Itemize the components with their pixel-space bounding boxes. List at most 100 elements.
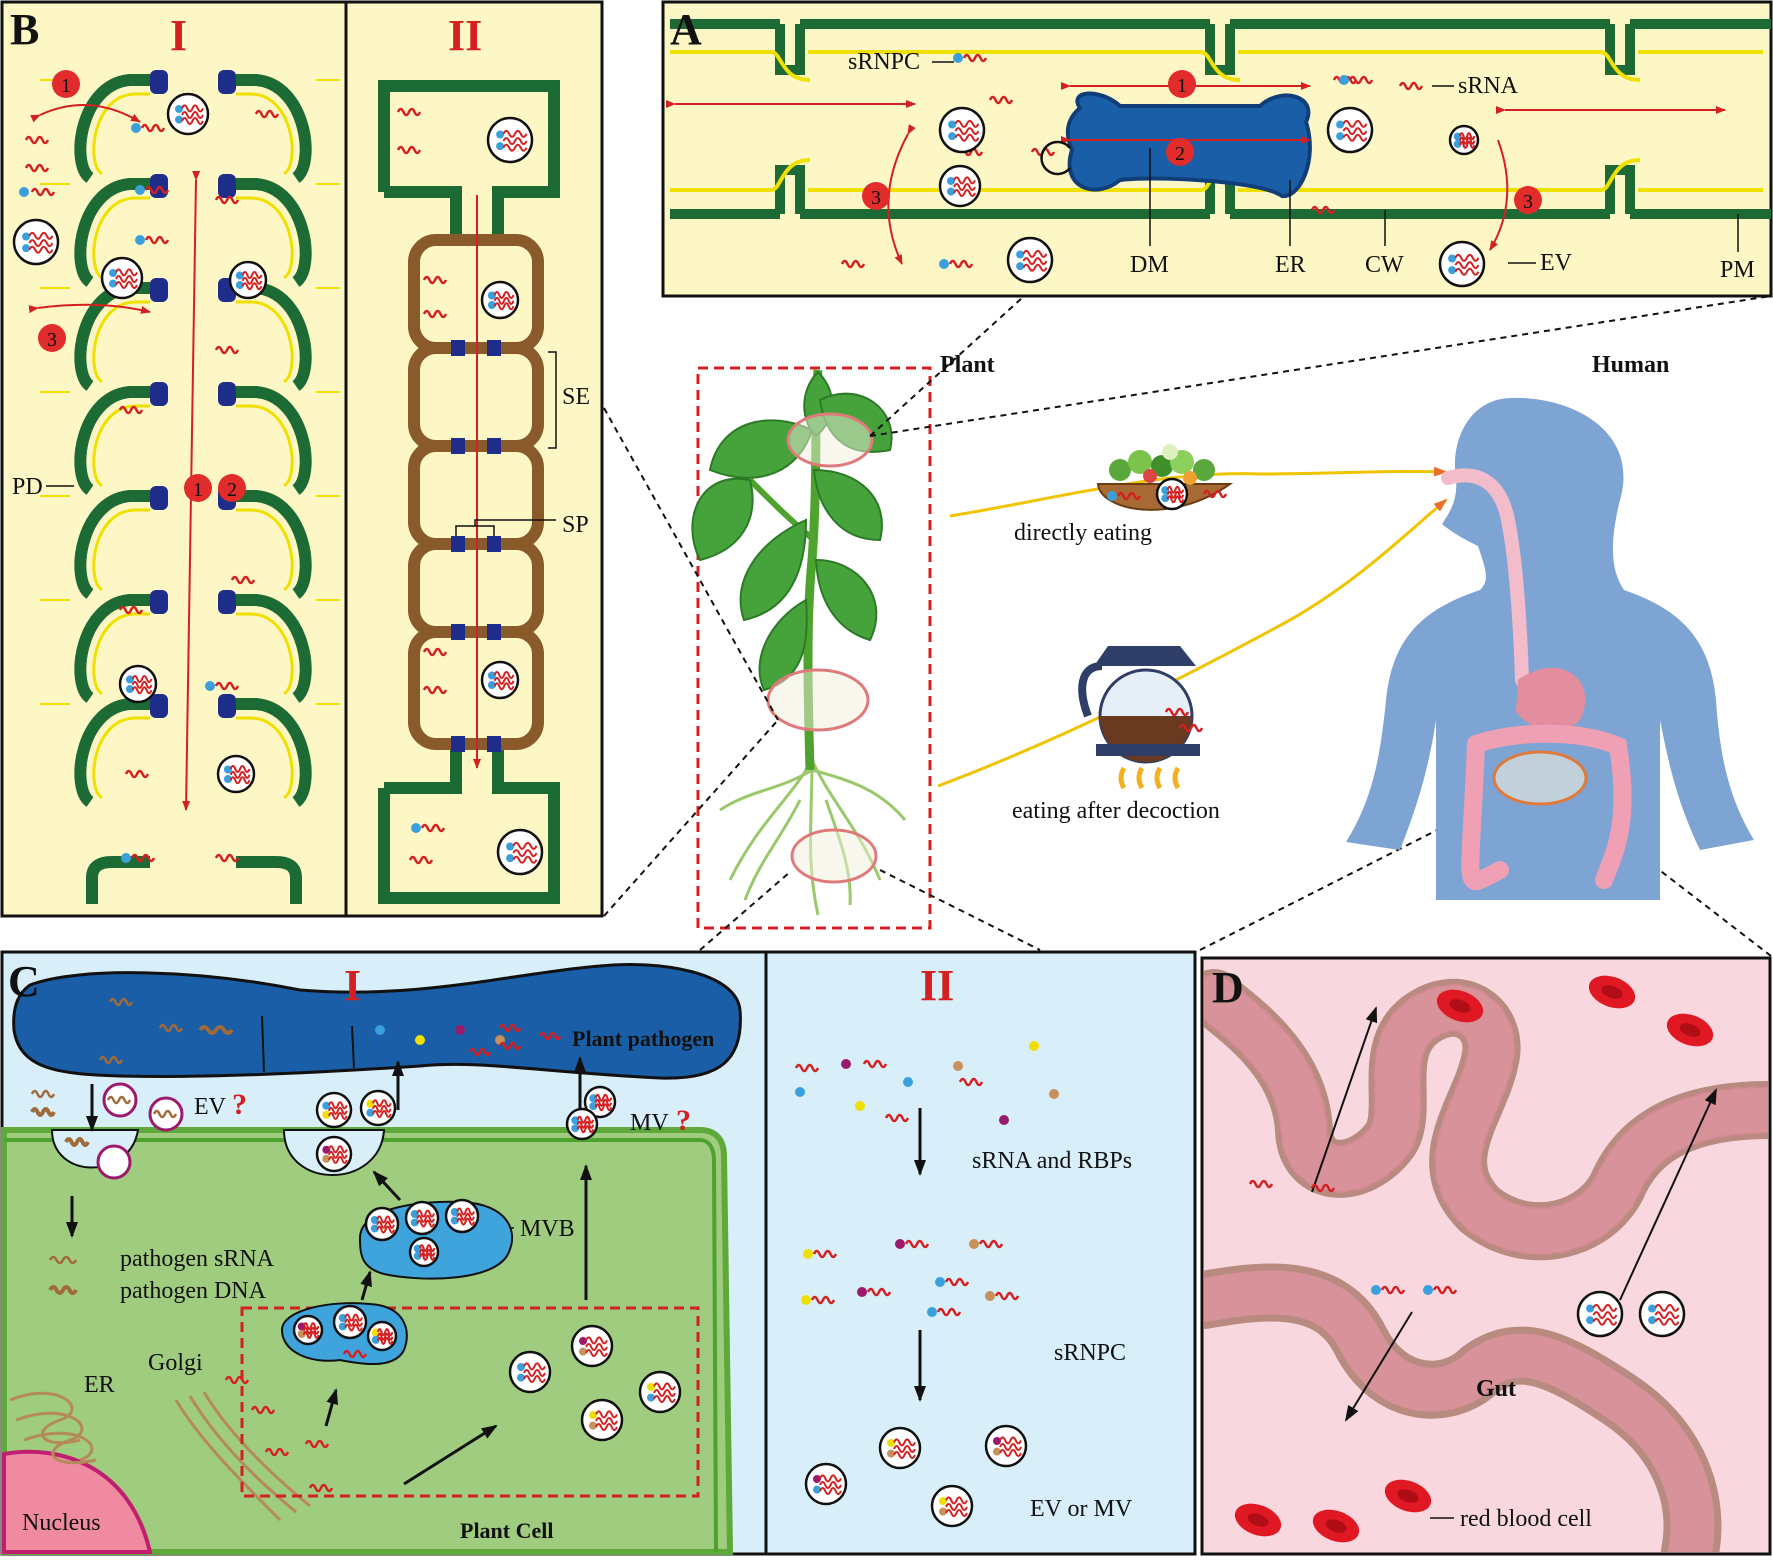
c-arrow-mvb-pit bbox=[372, 1170, 402, 1202]
panel-b-letter: B bbox=[10, 5, 39, 54]
b1-wall-right bbox=[236, 74, 312, 183]
vesicle-srna bbox=[999, 1436, 1022, 1445]
b2-companion-bottom bbox=[378, 744, 560, 904]
b1-plasmodesma bbox=[150, 70, 168, 94]
srna-squiggle bbox=[1310, 205, 1336, 215]
path-directly-eating bbox=[949, 466, 1448, 518]
red-blood-cells bbox=[1234, 975, 1714, 1543]
srnpc-srna bbox=[812, 1249, 838, 1259]
vesicle-srna bbox=[1458, 136, 1476, 145]
vesicle-srna bbox=[1454, 253, 1480, 262]
path-decoction bbox=[937, 498, 1448, 788]
extracellular-vesicle bbox=[100, 256, 144, 300]
pathogen-srna bbox=[30, 1089, 56, 1099]
b2-sieve-plate bbox=[487, 536, 501, 552]
vesicle-rbp bbox=[338, 1322, 347, 1331]
vesicle-rbp bbox=[109, 279, 117, 288]
label-dm: DM bbox=[1130, 252, 1169, 278]
extracellular-vesicle bbox=[1438, 240, 1486, 288]
vesicle-srna bbox=[585, 1336, 608, 1345]
srna-squiggle bbox=[304, 1439, 330, 1449]
panel-c-letter: C bbox=[8, 957, 40, 1006]
vesicle-srna bbox=[327, 1101, 348, 1110]
srnpc-srna bbox=[214, 681, 240, 691]
vesicle-srna bbox=[585, 1343, 608, 1351]
vesicle-rbp bbox=[506, 842, 515, 851]
b2-sieve-plate bbox=[487, 624, 501, 640]
vesicle-srna bbox=[1654, 1317, 1680, 1326]
vesicle-rbp bbox=[322, 1110, 331, 1119]
vesicle-srna bbox=[241, 271, 263, 279]
vesicle-srna bbox=[376, 1328, 394, 1337]
se-bracket bbox=[548, 351, 557, 449]
svg-text:2: 2 bbox=[1175, 143, 1185, 165]
label-srnpc: sRNPC bbox=[848, 49, 920, 75]
a-arrow-3-right bbox=[1489, 139, 1509, 251]
b1-arrow-3 bbox=[28, 303, 151, 314]
panel-a: 1 2 3 3 A sRNPC sRNA DM ER CW EV PM bbox=[661, 0, 1773, 298]
vesicle-srna bbox=[131, 686, 153, 695]
b1-plasmodesma bbox=[150, 486, 168, 510]
vesicle-rbp bbox=[589, 1421, 597, 1430]
b1-wall-right bbox=[236, 594, 312, 703]
decoction-pot-icon bbox=[1078, 646, 1200, 790]
food-paths: directly eating eating after decoction H… bbox=[937, 352, 1754, 900]
label-plant-pathogen: Plant pathogen bbox=[572, 1026, 714, 1051]
vesicle-srna bbox=[653, 1382, 676, 1391]
srnpc-srna bbox=[948, 259, 974, 269]
extracellular-vesicle bbox=[638, 1370, 682, 1414]
label-eating-after-decoction: eating after decoction bbox=[1012, 798, 1220, 824]
vesicle-srna bbox=[181, 117, 204, 125]
b1-plasmodesma bbox=[218, 382, 236, 406]
pathogen-dna bbox=[30, 1107, 56, 1117]
vesicle-rbp bbox=[589, 1102, 598, 1111]
svg-text:3: 3 bbox=[871, 187, 881, 209]
vesicle-rbp bbox=[993, 1437, 1001, 1445]
vesicle-srna bbox=[493, 296, 515, 305]
b1-plasmodesma bbox=[150, 278, 168, 302]
extracellular-vesicle bbox=[1638, 1290, 1686, 1338]
a-cell-walls bbox=[670, 19, 1771, 219]
rbp-dot bbox=[1029, 1041, 1039, 1051]
srnpc-srna bbox=[904, 1239, 930, 1249]
human-zoom-gut bbox=[1492, 750, 1588, 806]
vesicle-srna bbox=[585, 1349, 608, 1357]
label-mvb: MVB bbox=[520, 1216, 575, 1242]
svg-text:2: 2 bbox=[227, 479, 237, 501]
vesicle-srna bbox=[945, 1503, 968, 1511]
vesicle-rbp bbox=[487, 301, 496, 310]
vesicle-rbp bbox=[948, 120, 957, 129]
rbp-dot bbox=[903, 1077, 913, 1087]
srna-squiggle bbox=[254, 109, 280, 119]
b2-sieve-plate bbox=[487, 340, 501, 356]
red-blood-cell-center bbox=[1449, 999, 1471, 1013]
b1-membrane-right bbox=[236, 300, 294, 384]
extracellular-vesicle bbox=[166, 92, 210, 136]
vesicle-srna bbox=[595, 1410, 618, 1419]
a-step-1: 1 bbox=[1168, 70, 1196, 98]
pathogen-srna bbox=[108, 997, 134, 1007]
vesicle-srna bbox=[416, 1219, 435, 1228]
b1-membrane-left bbox=[92, 196, 150, 280]
vesicle-srna bbox=[523, 1369, 546, 1377]
vesicle-srna bbox=[819, 1481, 842, 1489]
human-silhouette bbox=[1346, 397, 1754, 900]
vesicle-rbp bbox=[366, 1099, 375, 1108]
pathogen-srna bbox=[106, 1095, 132, 1105]
vesicle-rbp bbox=[1648, 1316, 1657, 1325]
vesicle-srna bbox=[999, 1449, 1022, 1457]
srnpc-srna bbox=[1380, 1285, 1406, 1295]
srna-squiggle bbox=[1178, 723, 1204, 733]
vesicle-srna bbox=[181, 104, 204, 113]
vesicle-srna bbox=[493, 682, 515, 691]
vesicle-srna bbox=[1454, 261, 1480, 270]
particles-layer bbox=[12, 53, 1686, 1528]
srnpc-srna bbox=[130, 853, 156, 863]
b2-sieve-plate bbox=[451, 736, 465, 752]
srnpc-srna bbox=[962, 53, 988, 63]
label-er: ER bbox=[1275, 252, 1306, 278]
vesicle-rbp bbox=[370, 1224, 379, 1233]
rbp-dot bbox=[855, 1101, 865, 1111]
srna-squiggle bbox=[958, 1077, 984, 1087]
vesicle-srna bbox=[595, 1423, 618, 1431]
